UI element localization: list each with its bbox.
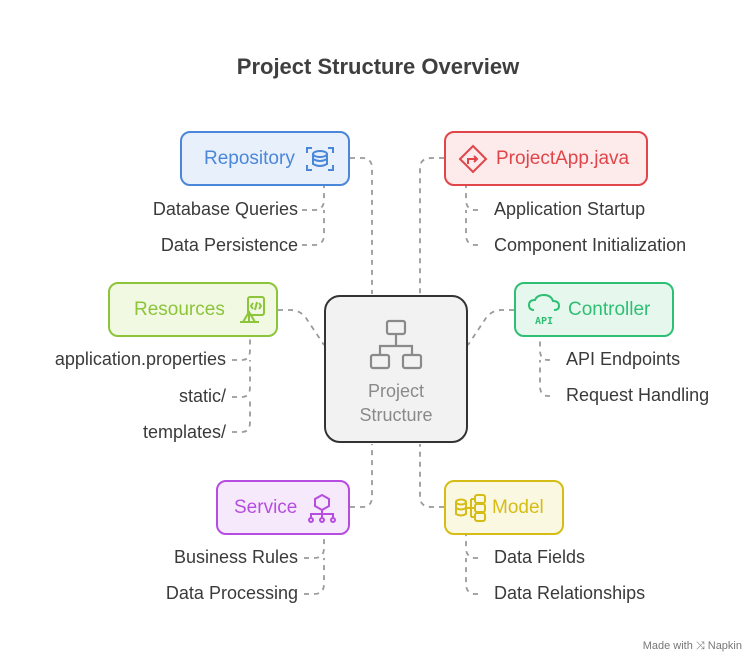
controller-item-2: Request Handling (566, 385, 710, 405)
node-service[interactable]: Service (216, 480, 350, 535)
resources-item-3: templates/ (142, 422, 226, 442)
node-projectapp-java[interactable]: ProjectApp.java (444, 131, 648, 186)
napkin-watermark: Made with ⤨ Napkin (642, 640, 742, 652)
repository-item-1: Database Queries (152, 199, 298, 219)
projectapp-item-1: Application Startup (494, 199, 646, 219)
code-document-icon (235, 295, 269, 325)
repository-item-2: Data Persistence (160, 235, 298, 255)
center-label-line1: Project (367, 381, 425, 401)
database-scan-icon (303, 144, 337, 174)
api-cloud-icon: API (526, 293, 562, 326)
svg-text:API: API (535, 316, 553, 326)
node-model[interactable]: Model (444, 480, 564, 535)
hierarchy-icon (369, 319, 423, 370)
node-resources[interactable]: Resources (108, 282, 278, 337)
service-item-2: Data Processing (165, 583, 298, 603)
center-node-project-structure: Project Structure (324, 295, 468, 443)
model-item-1: Data Fields (494, 547, 586, 567)
node-service-label: Service (234, 496, 298, 518)
node-repository-label: Repository (204, 147, 295, 169)
diagram-title: Project Structure Overview (236, 54, 520, 79)
resources-item-2: static/ (178, 386, 226, 406)
node-repository[interactable]: Repository (180, 131, 350, 186)
model-item-2: Data Relationships (494, 583, 646, 603)
controller-item-1: API Endpoints (566, 349, 681, 369)
network-hierarchy-icon (305, 493, 339, 523)
node-controller[interactable]: API Controller (514, 282, 674, 337)
node-resources-label: Resources (134, 298, 225, 320)
projectapp-item-2: Component Initialization (494, 235, 687, 255)
node-projectapp-label: ProjectApp.java (496, 147, 630, 169)
data-structure-icon (454, 493, 488, 523)
node-controller-label: Controller (568, 298, 651, 320)
service-item-1: Business Rules (173, 547, 298, 567)
node-model-label: Model (492, 496, 544, 518)
center-label-line2: Structure (359, 405, 433, 425)
diamond-arrow-icon (456, 144, 490, 174)
resources-item-1: application.properties (54, 349, 226, 369)
